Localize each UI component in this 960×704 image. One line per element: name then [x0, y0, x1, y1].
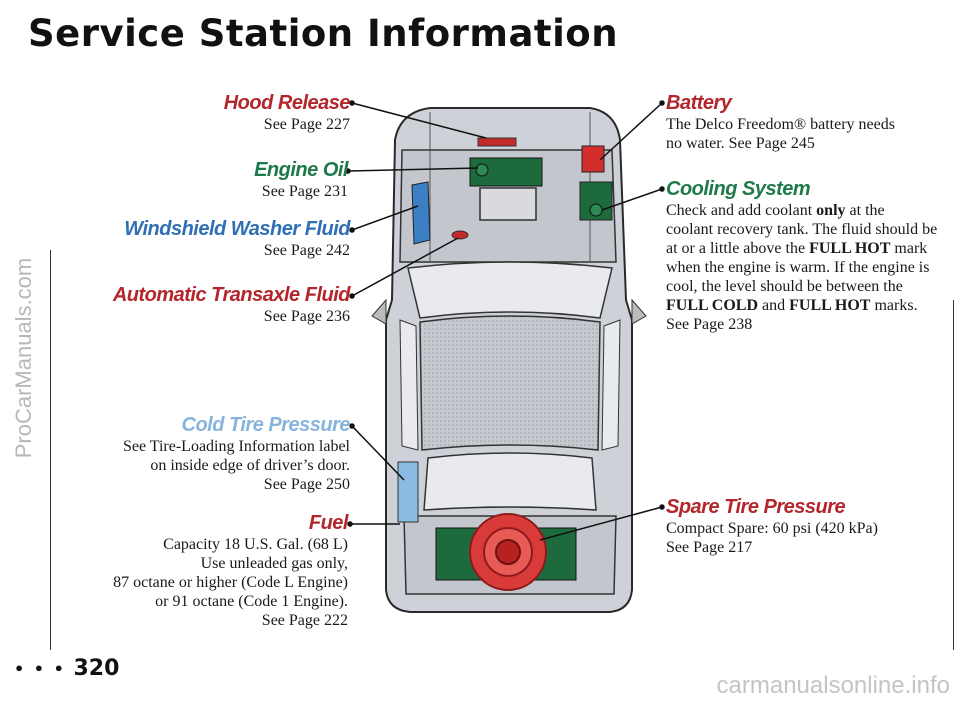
ref-washer-fluid: See Page 242: [263, 242, 350, 259]
windshield: [407, 261, 613, 319]
text-cooling-5: cool, the level should be between the: [666, 278, 903, 295]
heading-battery: Battery: [666, 92, 732, 114]
text-cooling-6: FULL COLD and FULL HOT marks.: [666, 297, 918, 314]
heading-hood-release: Hood Release: [223, 92, 351, 114]
leader-cooling: [601, 188, 663, 211]
mirror: [631, 298, 647, 325]
heading-cooling-system: Cooling System: [666, 178, 811, 200]
label-engine-oil: Engine Oil See Page 231: [254, 159, 348, 201]
page-rule-right: [953, 300, 954, 650]
text-cooling-2: coolant recovery tank. The fluid should …: [666, 221, 938, 238]
label-transaxle-fluid: Automatic Transaxle Fluid See Page 236: [112, 284, 351, 326]
ref-engine-oil: See Page 231: [261, 183, 348, 200]
heading-spare-tire: Spare Tire Pressure: [666, 496, 846, 518]
ref-battery: See Page 245: [728, 135, 815, 152]
label-hood-release: Hood Release See Page 227: [223, 92, 351, 134]
label-cooling-system: Cooling System Check and add coolant onl…: [666, 178, 937, 334]
text-battery-1: The Delco Freedom® battery needs: [666, 116, 895, 133]
heading-cold-tire: Cold Tire Pressure: [181, 414, 351, 436]
hood-release-latch: [477, 137, 517, 147]
page-number: • • • 320: [14, 656, 120, 681]
text-fuel-2: Use unleaded gas only,: [200, 555, 348, 572]
page-rule-left: [50, 250, 51, 650]
heading-engine-oil: Engine Oil: [254, 159, 348, 181]
text-fuel-4: or 91 octane (Code 1 Engine).: [155, 593, 348, 610]
leader-hood-release: [351, 102, 487, 139]
side-window: [399, 319, 419, 451]
leader-engine-oil: [347, 167, 479, 172]
air-cleaner: [479, 187, 537, 221]
transaxle-dipstick: [451, 230, 469, 240]
roof: [419, 315, 601, 451]
leader-battery: [599, 102, 663, 161]
heading-transaxle-fluid: Automatic Transaxle Fluid: [112, 284, 351, 306]
leader-tire: [351, 425, 405, 481]
bottom-watermark: carmanualsonline.info: [716, 672, 950, 699]
ref-cooling: See Page 238: [666, 316, 753, 333]
page-dots: • • •: [14, 659, 66, 679]
text-fuel-3: 87 octane or higher (Code L Engine): [113, 574, 348, 591]
rear-window: [423, 452, 597, 511]
heading-fuel: Fuel: [308, 512, 349, 534]
text-fuel-1: Capacity 18 U.S. Gal. (68 L): [163, 536, 348, 553]
text-cold-tire-2: on inside edge of driver’s door.: [150, 457, 350, 474]
page-title: Service Station Information: [28, 12, 619, 55]
fuel-door: [397, 461, 419, 523]
ref-transaxle-fluid: See Page 236: [263, 308, 350, 325]
leader-spare: [539, 506, 663, 541]
battery: [581, 145, 605, 173]
text-cooling-4: when the engine is warm. If the engine i…: [666, 259, 930, 276]
ref-fuel: See Page 222: [261, 612, 348, 629]
label-spare-tire: Spare Tire Pressure Compact Spare: 60 ps…: [666, 496, 878, 557]
mirror: [371, 298, 387, 325]
side-window: [601, 319, 621, 451]
text-battery-2: no water. See Page 245: [666, 135, 815, 152]
text-cooling-3: at or a little above the FULL HOT mark: [666, 240, 928, 257]
text-cooling-1: Check and add coolant only at the: [666, 202, 885, 219]
heading-washer-fluid: Windshield Washer Fluid: [124, 218, 350, 240]
ref-spare: See Page 217: [666, 539, 753, 556]
ref-hood-release: See Page 227: [263, 116, 350, 133]
leader-transaxle: [351, 237, 459, 297]
washer-reservoir: [411, 181, 431, 245]
text-spare-1: Compact Spare: 60 psi (420 kPa): [666, 520, 878, 537]
text-cold-tire-1: See Tire-Loading Information label: [122, 438, 350, 455]
label-fuel: Fuel Capacity 18 U.S. Gal. (68 L) Use un…: [113, 512, 348, 630]
label-battery: Battery The Delco Freedom® battery needs…: [666, 92, 895, 153]
label-washer-fluid: Windshield Washer Fluid See Page 242: [124, 218, 350, 260]
ref-cold-tire: See Page 250: [263, 476, 350, 493]
label-cold-tire: Cold Tire Pressure See Tire-Loading Info…: [122, 414, 351, 494]
leader-washer: [351, 205, 419, 231]
